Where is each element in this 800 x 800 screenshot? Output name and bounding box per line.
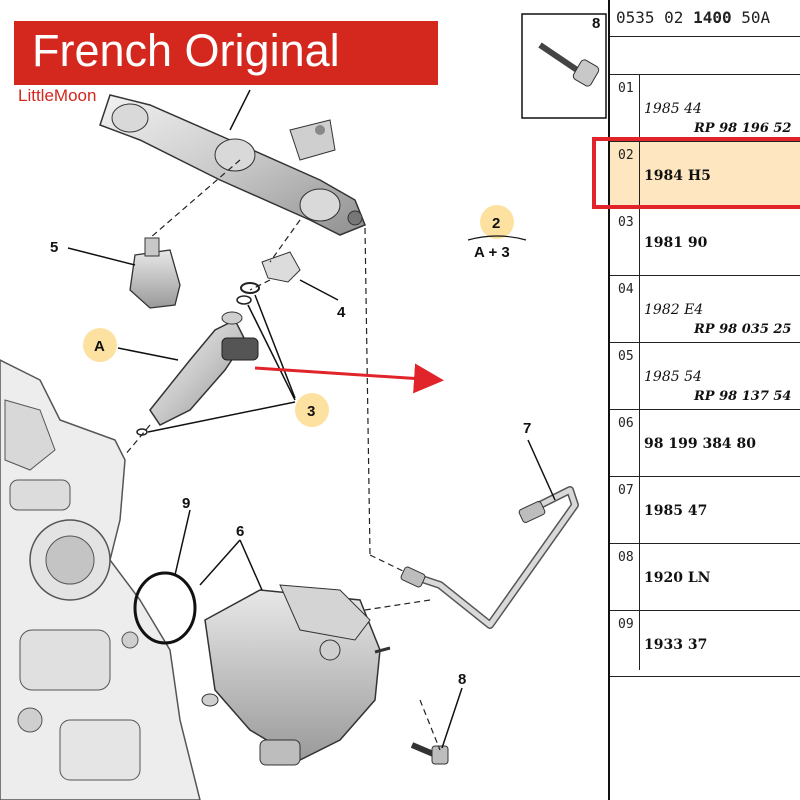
- row-number: 05: [618, 349, 634, 364]
- label-7: 7: [523, 420, 531, 437]
- banner-title: French Original: [32, 25, 340, 76]
- label-9: 9: [182, 495, 190, 512]
- row-ref: 1933 37: [644, 637, 708, 653]
- inset-screw-box: [521, 13, 607, 119]
- row-number: 07: [618, 483, 634, 498]
- fuel-injector: [136, 282, 260, 436]
- callout-a: A: [94, 338, 105, 355]
- table-row[interactable]: 06 98 199 384 80: [610, 409, 800, 476]
- row-ref: 98 199 384 80: [644, 436, 757, 452]
- callout-3: 3: [307, 403, 315, 420]
- leader-lines: [67, 89, 556, 749]
- fuel-rail: [99, 94, 366, 236]
- callout-2-circle: [480, 205, 514, 239]
- row-ref: 1982 E4: [644, 302, 704, 318]
- row-ref: 1985 44: [644, 101, 702, 117]
- inset-label-8: 8: [592, 15, 600, 32]
- label-5: 5: [50, 239, 58, 256]
- row-ref-alt: RP 98 196 52: [694, 121, 792, 136]
- highlight-arrow: [254, 363, 444, 394]
- table-header-row: [610, 36, 800, 74]
- label-4: 4: [337, 304, 346, 321]
- table-row[interactable]: 05 1985 54 RP 98 137 54: [610, 342, 800, 409]
- row-highlight-frame: [592, 137, 800, 209]
- watermark-text: LittleMoon: [18, 86, 97, 105]
- table-row[interactable]: 09 1933 37: [610, 610, 800, 800]
- o-ring: [133, 571, 197, 645]
- row-ref-alt: RP 98 035 25: [694, 322, 792, 337]
- retaining-clip: [261, 251, 301, 283]
- callout-a-circle: [83, 328, 117, 362]
- table-row-divider: [610, 676, 800, 677]
- header-code-c: 50A: [741, 8, 771, 27]
- row-number: 09: [618, 617, 634, 632]
- table-row-highlighted[interactable]: 02 1984 H5: [610, 141, 800, 208]
- title-banner: French Original: [14, 21, 438, 85]
- row-ref: 1984 H5: [644, 168, 711, 184]
- parts-table: 0535 02 1400 50A 01 1985 44 RP 98 196 52…: [608, 0, 800, 800]
- row-ref: 1985 54: [644, 369, 702, 385]
- row-number: 04: [618, 282, 634, 297]
- row-ref-alt: RP 98 137 54: [694, 389, 792, 404]
- callout-2: 2: [492, 215, 500, 232]
- table-row[interactable]: 08 1920 LN: [610, 543, 800, 610]
- high-pressure-pump: [201, 584, 391, 766]
- table-row[interactable]: 03 1981 90: [610, 208, 800, 275]
- header-code-a: 0535 02: [616, 8, 684, 27]
- label-8: 8: [458, 671, 466, 688]
- engine-block: [0, 359, 201, 800]
- row-number: 08: [618, 550, 634, 565]
- assembly-lines: [124, 159, 441, 751]
- table-row[interactable]: 07 1985 47: [610, 476, 800, 543]
- row-number: 02: [618, 148, 634, 163]
- bolt: [410, 742, 449, 765]
- callout-2-sub: A + 3: [474, 244, 510, 261]
- callout-2-bracket: [467, 235, 527, 241]
- row-number: 01: [618, 81, 634, 96]
- table-row[interactable]: 04 1982 E4 RP 98 035 25: [610, 275, 800, 342]
- row-ref: 1981 90: [644, 235, 708, 251]
- row-ref: 1985 47: [644, 503, 708, 519]
- header-code: 0535 02 1400 50A: [616, 8, 770, 27]
- pressure-sensor: [129, 237, 181, 309]
- row-number: 06: [618, 416, 634, 431]
- table-row[interactable]: 01 1985 44 RP 98 196 52: [610, 74, 800, 141]
- label-6: 6: [236, 523, 244, 540]
- callout-3-circle: [295, 393, 329, 427]
- row-number: 03: [618, 215, 634, 230]
- row-ref: 1920 LN: [644, 570, 711, 586]
- header-code-b: 1400: [693, 8, 732, 27]
- fuel-pipe: [400, 486, 579, 629]
